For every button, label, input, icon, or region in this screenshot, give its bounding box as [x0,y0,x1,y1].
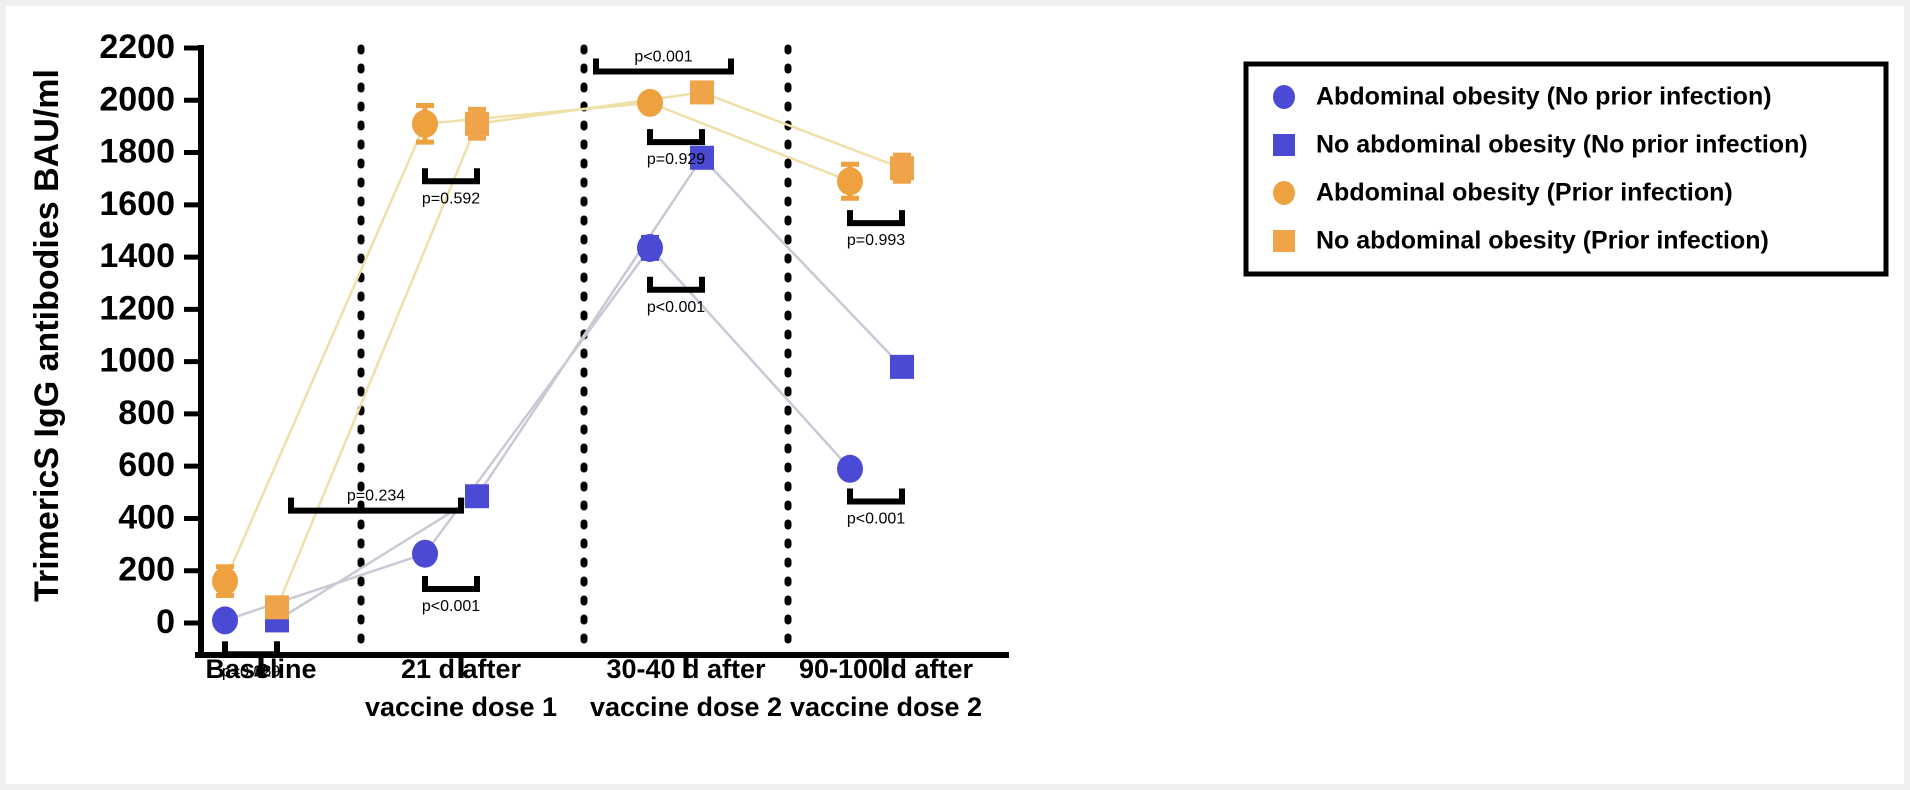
p-value-bracket-line [422,576,480,593]
y-axis-tick-label: 400 [118,498,175,536]
series-markers [212,80,914,635]
legend: Abdominal obesity (No prior infection) No… [1243,61,1889,277]
p-value-label: p=0.993 [847,232,905,249]
x-axis-tick-label: vaccine dose 2 [590,692,782,722]
y-axis-tick-label: 0 [156,603,175,641]
p-value-bracket-line [647,276,705,293]
data-point-circle[interactable] [637,233,663,262]
data-point-circle[interactable] [837,454,863,483]
axes: 0 200 400 600 800 1000 1200 1400 1600 1800 2000 220… [28,28,1009,722]
data-point-circle[interactable] [212,606,238,635]
p-value-label: p=0.234 [347,488,405,505]
p-value-label: p=0.929 [647,151,705,168]
data-point-square[interactable] [890,354,914,379]
data-point-square[interactable] [890,156,914,181]
y-axis-tick-label: 800 [118,394,175,432]
data-point-circle[interactable] [412,539,438,568]
p-value-label: p<0.001 [634,49,692,66]
p-value-bracket [288,497,464,514]
p-value-bracket-line [593,58,734,75]
series-connector [275,91,903,608]
y-axis-tick-label: 1000 [99,342,175,380]
data-point-square[interactable] [465,484,489,509]
p-value-bracket [593,58,734,75]
p-value-label: p=0.260 [222,663,280,680]
p-value-bracket-line [847,488,905,505]
x-axis-tick-label: vaccine dose 2 [790,692,982,722]
data-point-square[interactable] [690,145,714,170]
p-value-bracket [847,210,905,227]
x-axis-tick-label: 90-100 d after [799,654,974,684]
data-point-square[interactable] [265,595,289,620]
p-value-label: p=0.592 [422,190,480,207]
p-value-bracket [422,168,480,185]
data-point-circle[interactable] [837,167,863,196]
p-value-label: p<0.001 [647,299,705,316]
y-axis-tick-label: 1600 [99,185,175,223]
p-value-bracket-line [288,497,464,514]
series-lines [223,91,903,622]
x-axis-tick-label: vaccine dose 1 [365,692,557,722]
p-value-bracket-line [422,168,480,185]
p-value-bracket-line [847,210,905,227]
y-axis-tick-label: 1200 [99,289,175,327]
legend-marker-square [1273,134,1295,156]
p-value-bracket [647,129,705,146]
data-point-square[interactable] [690,80,714,105]
legend-marker-square [1273,230,1295,252]
p-value-bracket-line [222,641,280,658]
y-axis-title: TrimericS IgG antibodies BAU/ml [28,69,66,602]
p-value-label: p=0.029 [222,663,280,680]
series-connector [224,245,851,622]
legend-item-no-abdominal-obesity-prior-infection[interactable]: No abdominal obesity (Prior infection) [1316,227,1769,255]
p-value-label: p<0.001 [422,598,480,615]
data-point-circle[interactable] [212,567,238,596]
x-axis-tick-label: Baseline [205,654,316,684]
p-value-label: p<0.001 [847,510,905,527]
x-axis-tick-label: 21 d after [401,654,522,684]
legend-marker-circle [1273,85,1295,109]
p-value-bracket [222,641,280,658]
y-axis-tick-label: 1400 [99,237,175,275]
series-connector [276,155,903,622]
legend-item-abdominal-obesity-prior-infection[interactable]: Abdominal obesity (Prior infection) [1316,179,1733,207]
chart-svg: 0 200 400 600 800 1000 1200 1400 1600 1800 2000 220… [28,28,1889,722]
y-axis-tick-label: 2000 [99,80,175,118]
data-point-circle[interactable] [412,109,438,138]
legend-box [1243,61,1889,277]
legend-marker-circle [1273,181,1295,205]
x-axis-tick-label: 30-40 d after [606,654,766,684]
p-value-bracket [422,576,480,593]
data-point-circle[interactable] [637,88,663,117]
plot-area: 0 200 400 600 800 1000 1200 1400 1600 1800 2000 220… [6,6,1910,790]
series-connector [223,101,851,582]
y-axis-tick-label: 1800 [99,133,175,171]
data-point-square[interactable] [465,111,489,136]
y-axis-tick-label: 200 [118,551,175,589]
p-value-bracket [847,488,905,505]
y-axis-tick-label: 600 [118,446,175,484]
y-axis-tick-label: 2200 [99,28,175,66]
p-value-bracket-line [647,129,705,146]
p-value-bracket [647,276,705,293]
legend-item-no-abdominal-obesity-no-prior-infection[interactable]: No abdominal obesity (No prior infection… [1316,131,1808,159]
legend-item-abdominal-obesity-no-prior-infection[interactable]: Abdominal obesity (No prior infection) [1316,83,1772,111]
